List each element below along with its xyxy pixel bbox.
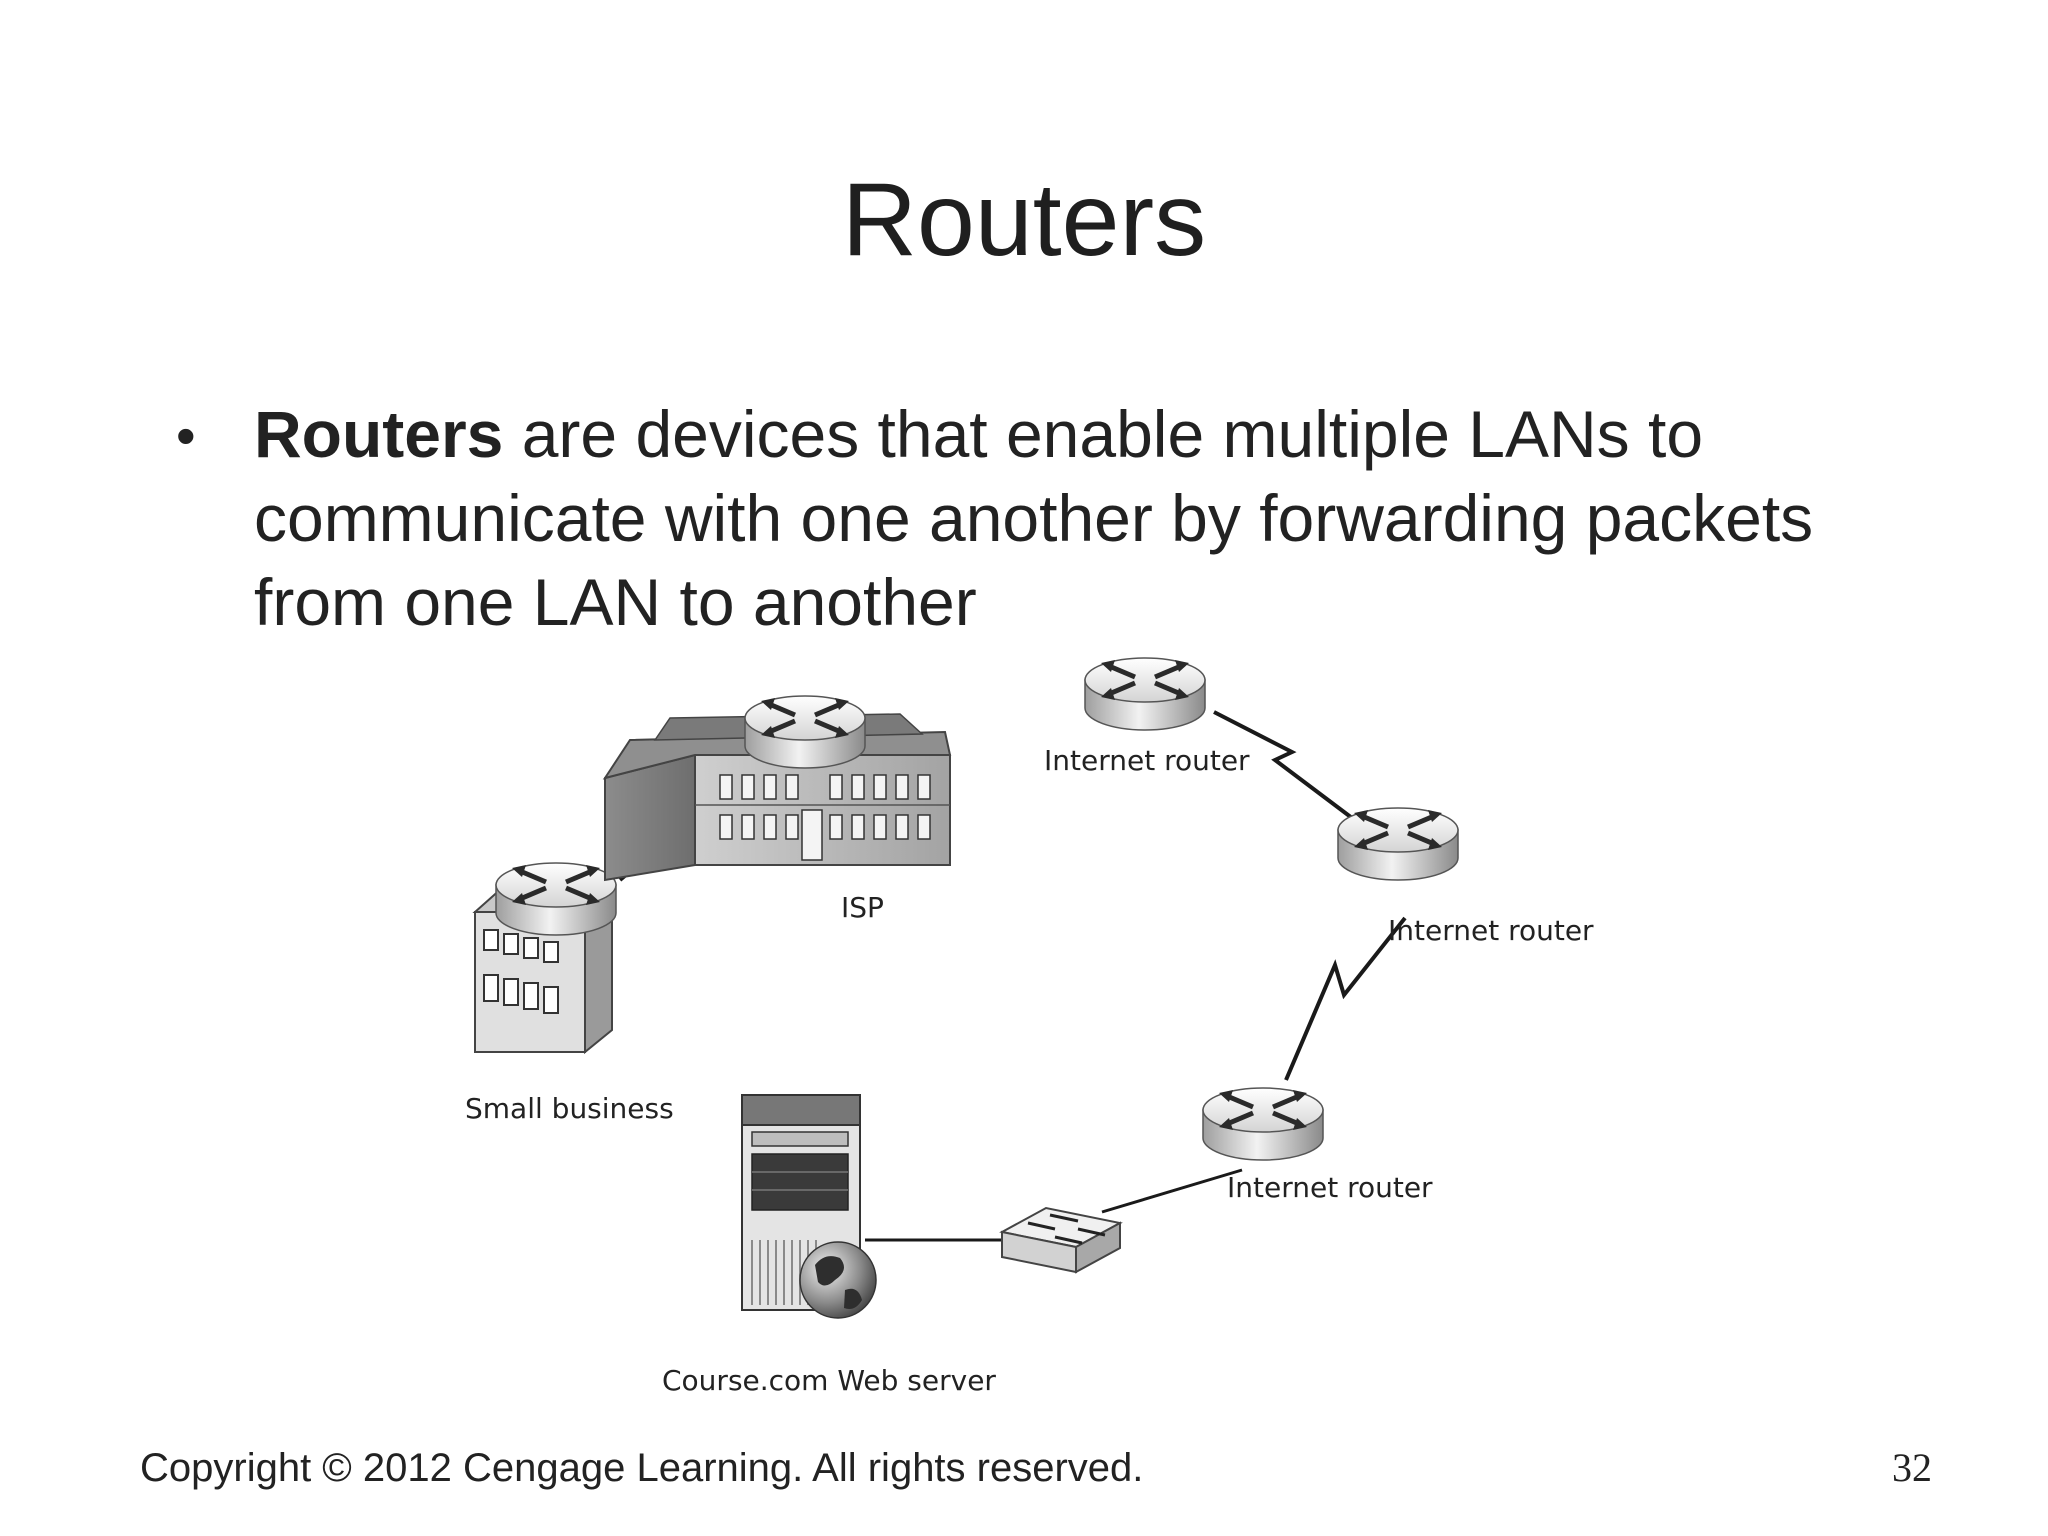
- label-small-business: Small business: [465, 1092, 674, 1125]
- switch-icon: [999, 1206, 1123, 1274]
- router-icon: [1338, 808, 1458, 880]
- bullet-term: Routers: [254, 397, 504, 471]
- label-internet-router-right: Internet router: [1388, 914, 1594, 947]
- router-icon: [1203, 1088, 1323, 1160]
- router-icon: [745, 696, 865, 768]
- bullet-body: are devices that enable multiple LANs to…: [254, 397, 1814, 639]
- label-isp: ISP: [841, 891, 884, 924]
- wan-link-top-right-routers: [1213, 710, 1370, 832]
- label-web-server: Course.com Web server: [662, 1364, 996, 1397]
- page-number: 32: [1892, 1445, 1932, 1490]
- router-icon: [496, 863, 616, 935]
- lan-link-router-switch: [1101, 1168, 1243, 1214]
- router-icon: [1085, 658, 1205, 730]
- label-internet-router-top: Internet router: [1044, 744, 1250, 777]
- footer-copyright: Copyright © 2012 Cengage Learning. All r…: [140, 1446, 1144, 1490]
- bullet-text: Routers are devices that enable multiple…: [254, 392, 1814, 644]
- globe-icon: [799, 1241, 877, 1319]
- network-diagram: Small business: [465, 640, 1594, 1397]
- wan-link-right-bottom-routers: [1284, 916, 1407, 1081]
- label-internet-router-bottom: Internet router: [1227, 1171, 1433, 1204]
- bullet-marker: •: [176, 404, 196, 467]
- slide-title: Routers: [841, 162, 1207, 278]
